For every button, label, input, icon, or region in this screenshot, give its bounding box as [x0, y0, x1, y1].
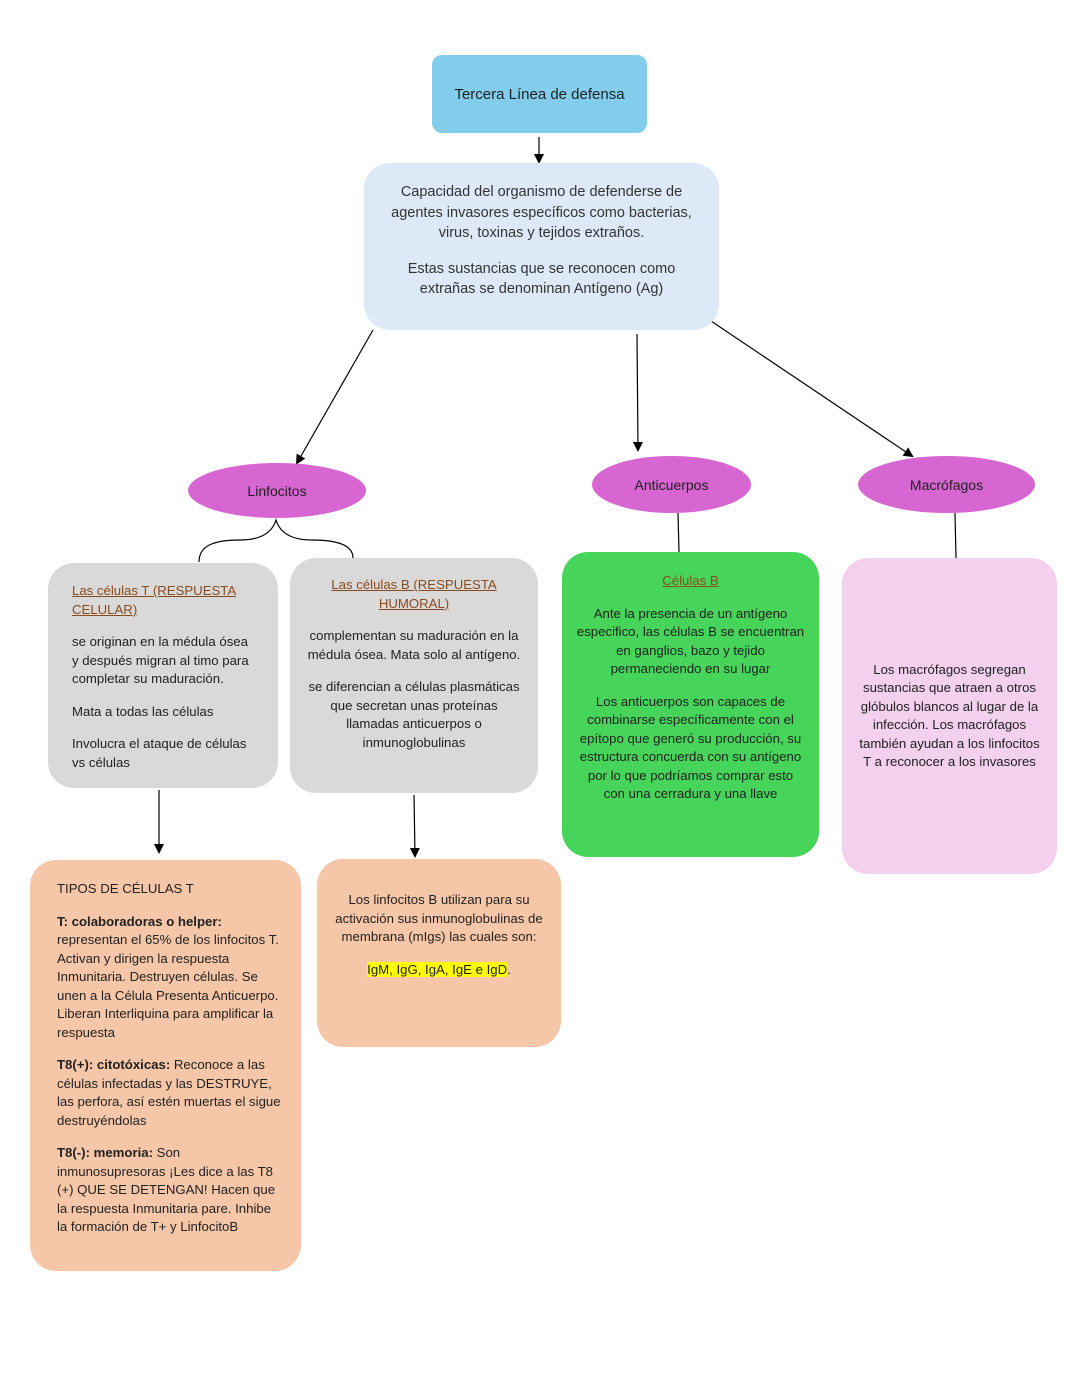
macrofagos-node: Macrófagos	[858, 456, 1035, 513]
line-macrofagos-to-box	[954, 512, 957, 559]
cells-t-paragraph-3: Involucra el ataque de células vs célula…	[72, 736, 247, 770]
arrow-definition-to-macrofagos	[710, 320, 914, 458]
cells-t-node: Las células T (RESPUESTA CELULAR) se ori…	[48, 563, 278, 788]
brace-linfocitos	[198, 517, 354, 563]
tipos-heading: TIPOS DE CÉLULAS T	[57, 881, 194, 896]
cytotoxic-paragraph: T8(+): citotóxicas: Reconoce a las célul…	[57, 1056, 281, 1130]
memory-label: T8(-): memoria:	[57, 1145, 153, 1160]
helper-text: representan el 65% de los linfocitos T. …	[57, 932, 279, 1040]
anticuerpos-label: Anticuerpos	[634, 476, 709, 493]
macrofagos-text: Los macrófagos segregan sustancias que a…	[859, 661, 1040, 770]
linfocitos-node: Linfocitos	[188, 463, 366, 518]
definition-paragraph-2: Estas sustancias que se reconocen como e…	[407, 260, 676, 298]
immunoglobulin-suffix: .	[507, 961, 511, 977]
anticuerpos-node: Anticuerpos	[592, 456, 751, 513]
memory-paragraph: T8(-): memoria: Son inmunosupresoras ¡Le…	[57, 1144, 281, 1237]
helper-label: T: colaboradoras o helper:	[57, 913, 222, 929]
cells-t-paragraph-2: Mata a todas las células	[72, 703, 214, 719]
cells-t-heading: Las células T (RESPUESTA CELULAR)	[72, 583, 237, 617]
linfocitos-b-node: Los linfocitos B utilizan para su activa…	[317, 859, 561, 1047]
celulas-b-paragraph-1: Ante la presencia de un antígeno especif…	[576, 605, 805, 677]
linfocitos-label: Linfocitos	[247, 482, 307, 499]
tipos-celulas-t-node: TIPOS DE CÉLULAS T T: colaboradoras o he…	[30, 860, 301, 1271]
title-text: Tercera Línea de defensa	[454, 85, 625, 103]
memory-text: Son inmunosupresoras ¡Les dice a las T8 …	[57, 1145, 276, 1234]
arrow-cells-b-to-linfocitos-b	[409, 794, 420, 858]
celulas-b-heading: Células B	[662, 573, 719, 588]
linfocitos-b-paragraph: Los linfocitos B utilizan para su activa…	[335, 892, 543, 944]
arrow-definition-to-linfocitos	[296, 329, 374, 465]
celulas-b-paragraph-2: Los anticuerpos son capaces de combinars…	[579, 693, 802, 802]
helper-paragraph: T: colaboradoras o helper: representan e…	[57, 913, 281, 1043]
cells-b-paragraph-2: se diferencian a células plasmáticas que…	[308, 679, 520, 750]
title-node: Tercera Línea de defensa	[432, 55, 647, 133]
cytotoxic-text: Reconoce a las células infectadas y las …	[57, 1057, 281, 1128]
definition-paragraph-1: Capacidad del organismo de defenderse de…	[391, 184, 692, 241]
macrofagos-label: Macrófagos	[909, 476, 984, 493]
celulas-b-node: Células B Ante la presencia de un antíge…	[562, 552, 819, 857]
line-anticuerpos-to-celulas-b	[677, 512, 680, 553]
cells-b-paragraph-1: complementan su maduración en la médula …	[307, 628, 521, 662]
immunoglobulin-highlight: IgM, IgG, IgA, IgE e IgD	[367, 961, 508, 977]
cells-b-node: Las células B (RESPUESTA HUMORAL) comple…	[290, 558, 538, 793]
definition-node: Capacidad del organismo de defenderse de…	[364, 163, 719, 330]
cells-t-paragraph-1: se originan en la médula ósea y después …	[72, 634, 249, 686]
macrofagos-box: Los macrófagos segregan sustancias que a…	[842, 558, 1057, 874]
arrow-definition-to-anticuerpos	[632, 333, 643, 452]
cells-b-heading: Las células B (RESPUESTA HUMORAL)	[331, 577, 497, 611]
cytotoxic-label: T8(+): citotóxicas:	[57, 1057, 171, 1072]
immunoglobulin-list: IgM, IgG, IgA, IgE e IgD.	[335, 961, 543, 980]
